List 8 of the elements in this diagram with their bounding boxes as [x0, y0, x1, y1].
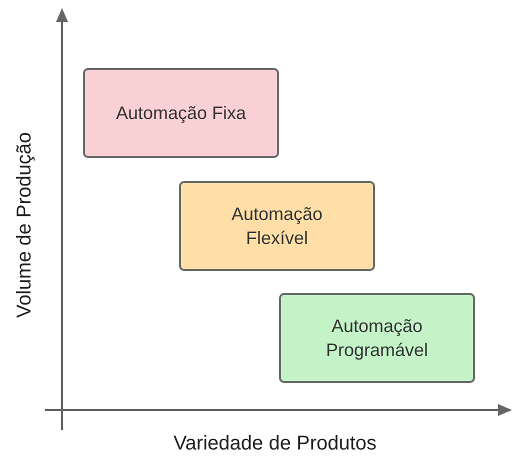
box-label: Automação Fixa — [116, 102, 246, 125]
category-box — [179, 181, 375, 271]
category-box — [279, 293, 475, 383]
axis-title: Variedade de Produtos — [173, 432, 377, 456]
category-box — [83, 68, 279, 158]
box-label: Automação Programável — [324, 314, 430, 362]
axis-title: Volume de Produção — [14, 132, 36, 318]
box-label: Automação Flexível — [230, 202, 324, 250]
